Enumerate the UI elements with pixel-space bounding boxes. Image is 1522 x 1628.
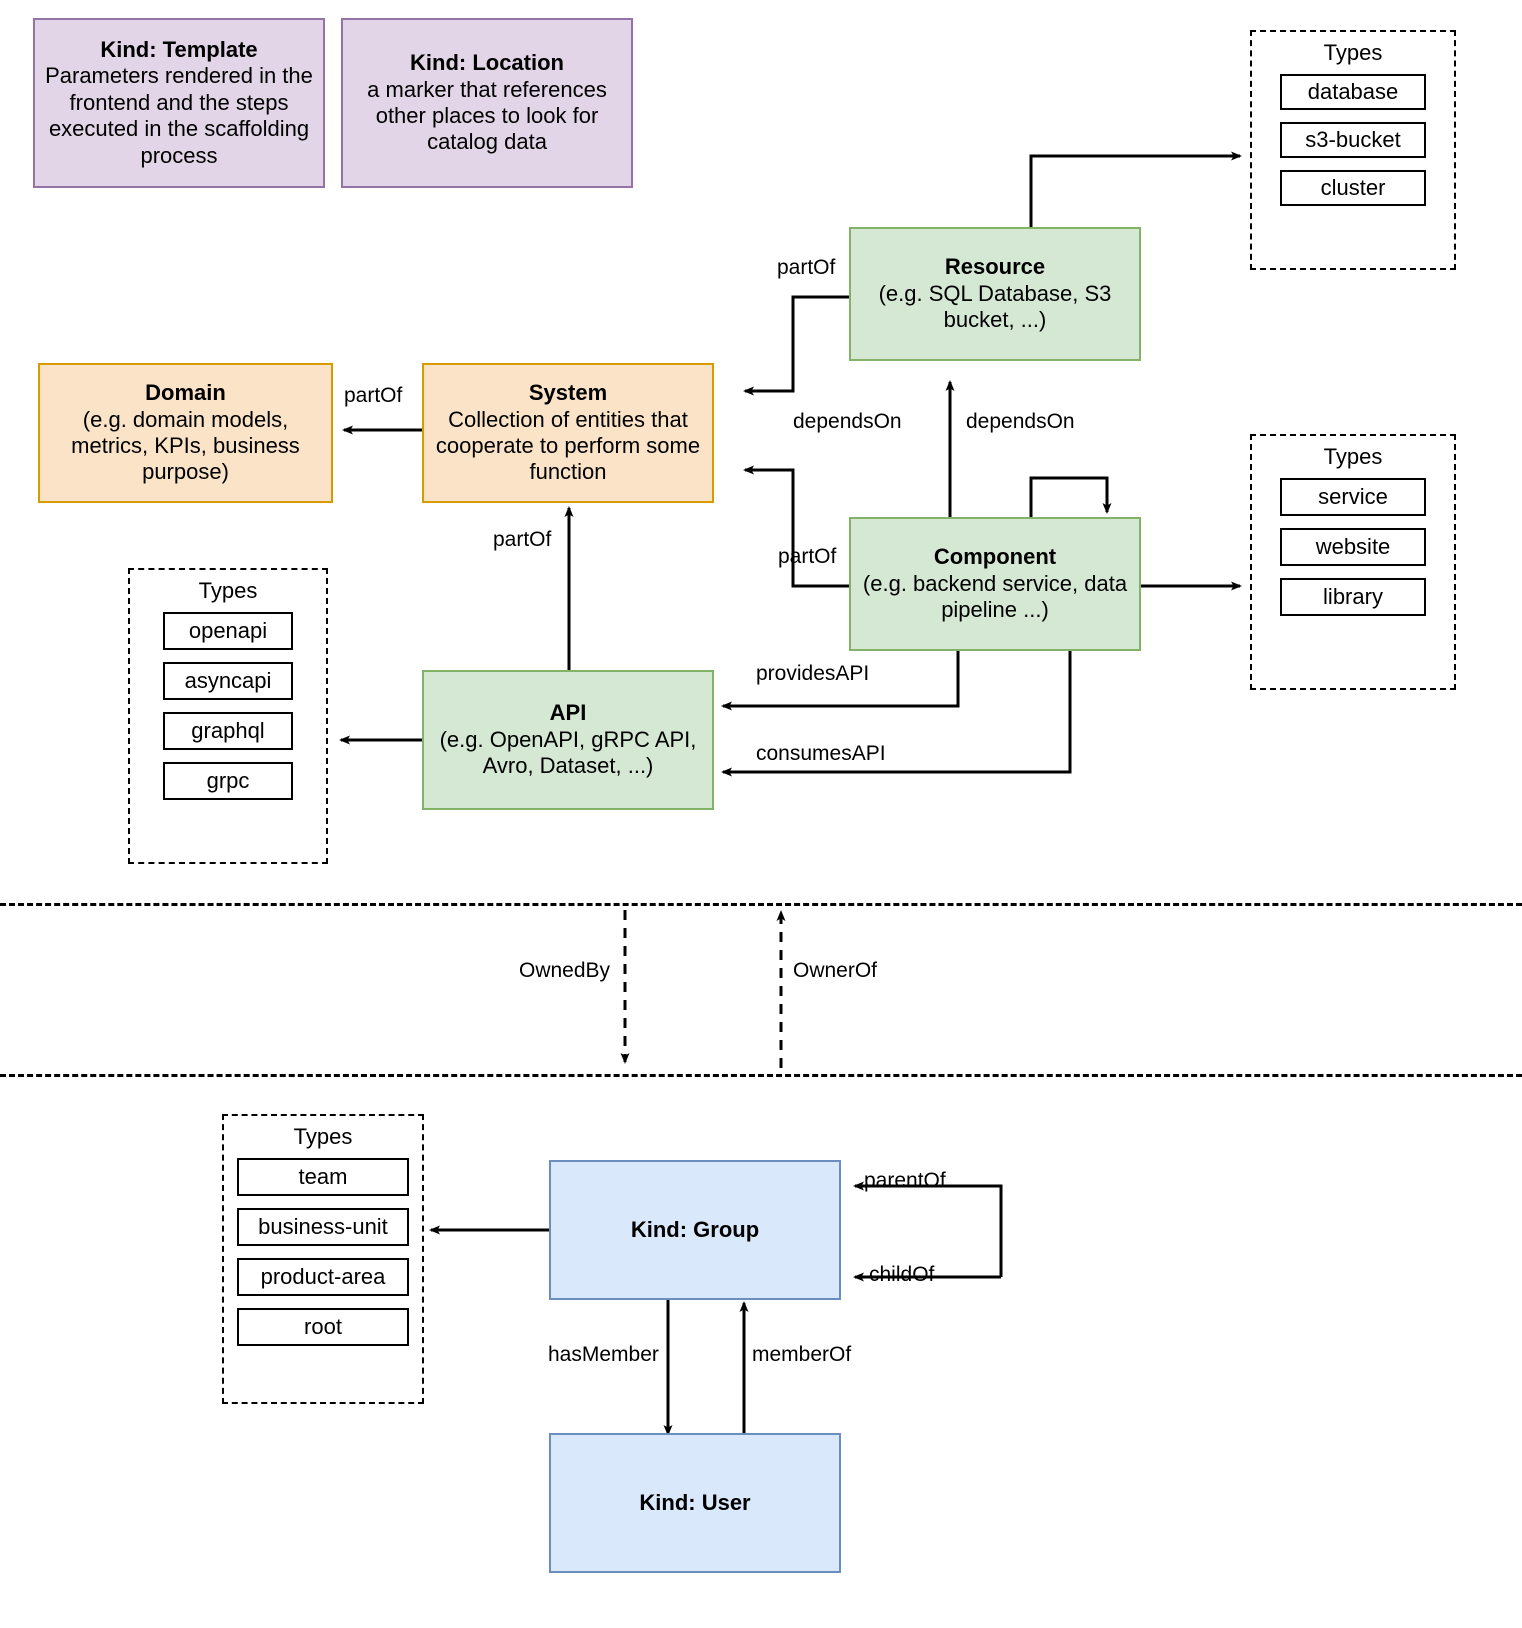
type-chip-s3-bucket[interactable]: s3-bucket bbox=[1280, 122, 1426, 158]
wire-resource-to-types bbox=[1029, 151, 1242, 237]
node-domain[interactable]: Domain (e.g. domain models, metrics, KPI… bbox=[38, 363, 333, 503]
type-chip-service[interactable]: service bbox=[1280, 478, 1426, 516]
edge-label-api-partof-system: partOf bbox=[493, 528, 552, 551]
type-chip-cluster[interactable]: cluster bbox=[1280, 170, 1426, 206]
edge-label-owned-by: OwnedBy bbox=[519, 959, 611, 982]
types-label-resource: Types bbox=[1323, 40, 1383, 65]
type-chip-team[interactable]: team bbox=[237, 1158, 409, 1196]
types-label-component: Types bbox=[1323, 444, 1383, 469]
edge-label-resource-partof-system: partOf bbox=[777, 256, 836, 279]
node-component-desc: (e.g. backend service, data pipeline ...… bbox=[862, 570, 1128, 623]
types-box-api: Types openapi asyncapi graphql grpc bbox=[128, 568, 328, 864]
edge-label-component-dependson-self: dependsOn bbox=[966, 410, 1075, 433]
node-system[interactable]: System Collection of entities that coope… bbox=[422, 363, 714, 503]
type-chip-database[interactable]: database bbox=[1280, 74, 1426, 110]
node-location[interactable]: Kind: Location a marker that references … bbox=[341, 18, 633, 188]
node-template-desc: Parameters rendered in the frontend and … bbox=[45, 63, 313, 168]
node-system-title: System bbox=[528, 380, 608, 406]
node-component-title: Component bbox=[933, 544, 1057, 570]
divider-top bbox=[0, 903, 1522, 906]
types-box-group: Types team business-unit product-area ro… bbox=[222, 1114, 424, 1404]
edge-label-provides-api: providesAPI bbox=[756, 662, 870, 685]
types-box-resource: Types database s3-bucket cluster bbox=[1250, 30, 1456, 270]
divider-bottom bbox=[0, 1074, 1522, 1077]
edge-label-system-partof-domain: partOf bbox=[344, 384, 403, 407]
edge-label-has-member: hasMember bbox=[548, 1343, 659, 1366]
node-group[interactable]: Kind: Group bbox=[549, 1160, 841, 1300]
edge-label-parent-of: parentOf bbox=[864, 1169, 946, 1192]
edge-label-member-of: memberOf bbox=[752, 1343, 852, 1366]
edge-label-consumes-api: consumesAPI bbox=[756, 742, 886, 765]
type-chip-business-unit[interactable]: business-unit bbox=[237, 1208, 409, 1246]
types-label-api: Types bbox=[198, 578, 258, 603]
node-component[interactable]: Component (e.g. backend service, data pi… bbox=[849, 517, 1141, 651]
type-chip-openapi[interactable]: openapi bbox=[163, 612, 293, 650]
wire-component-dependson-self bbox=[1029, 476, 1112, 519]
type-chip-website[interactable]: website bbox=[1280, 528, 1426, 566]
node-system-desc: Collection of entities that cooperate to… bbox=[435, 406, 701, 485]
type-chip-grpc[interactable]: grpc bbox=[163, 762, 293, 800]
node-template[interactable]: Kind: Template Parameters rendered in th… bbox=[33, 18, 325, 188]
node-resource-desc: (e.g. SQL Database, S3 bucket, ...) bbox=[878, 280, 1112, 333]
node-resource-title: Resource bbox=[944, 254, 1046, 280]
node-api[interactable]: API (e.g. OpenAPI, gRPC API, Avro, Datas… bbox=[422, 670, 714, 810]
type-chip-library[interactable]: library bbox=[1280, 578, 1426, 616]
edge-label-resource-dependson: dependsOn bbox=[793, 410, 902, 433]
node-location-title: Kind: Location bbox=[410, 50, 564, 76]
edge-label-child-of: childOf bbox=[869, 1263, 935, 1286]
node-template-title: Kind: Template bbox=[100, 37, 258, 63]
edge-label-component-partof-system: partOf bbox=[778, 545, 837, 568]
types-label-group: Types bbox=[293, 1124, 353, 1149]
types-box-component: Types service website library bbox=[1250, 434, 1456, 690]
node-location-desc: a marker that references other places to… bbox=[367, 76, 607, 155]
node-api-title: API bbox=[549, 700, 587, 726]
node-resource[interactable]: Resource (e.g. SQL Database, S3 bucket, … bbox=[849, 227, 1141, 361]
node-api-desc: (e.g. OpenAPI, gRPC API, Avro, Dataset, … bbox=[439, 726, 697, 779]
node-domain-title: Domain bbox=[145, 380, 226, 406]
type-chip-product-area[interactable]: product-area bbox=[237, 1258, 409, 1296]
type-chip-asyncapi[interactable]: asyncapi bbox=[163, 662, 293, 700]
node-domain-desc: (e.g. domain models, metrics, KPIs, busi… bbox=[71, 406, 300, 485]
node-user-title: Kind: User bbox=[639, 1489, 751, 1515]
edge-label-owner-of: OwnerOf bbox=[793, 959, 878, 982]
type-chip-root[interactable]: root bbox=[237, 1308, 409, 1346]
node-group-title: Kind: Group bbox=[630, 1216, 760, 1242]
node-user[interactable]: Kind: User bbox=[549, 1433, 841, 1573]
type-chip-graphql[interactable]: graphql bbox=[163, 712, 293, 750]
